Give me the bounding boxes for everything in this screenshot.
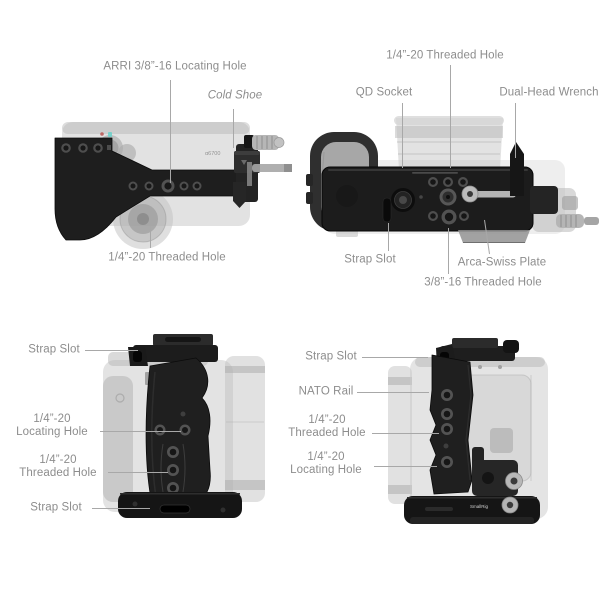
label-line-2: Locating Hole [290, 464, 362, 476]
locating-holes [154, 411, 191, 436]
arri-locating-holes [61, 143, 111, 153]
arrow-mark [241, 160, 247, 165]
bottom-plate: SmallRig [404, 496, 540, 524]
brand-engraving: SmallRig [470, 504, 489, 509]
nato-rail [429, 354, 474, 495]
left-side-view-illustration [103, 334, 265, 518]
threaded-holes-row [128, 179, 202, 193]
label-left-threaded-hole: 1/4”-20 Threaded Hole [19, 454, 96, 480]
label-line-1: 1/4”-20 [39, 454, 77, 466]
strap-slot [382, 197, 392, 223]
locating-pin [233, 182, 246, 208]
mounting-holes-column [441, 389, 453, 468]
hdmi-cable-clamp [472, 447, 523, 496]
side-rod [252, 164, 292, 172]
cage-side-plate [145, 357, 211, 505]
label-line-1: 1/4”-20 [33, 413, 71, 425]
label-line-1: 1/4”-20 [307, 451, 345, 463]
label-right-strap-slot: Strap Slot [305, 350, 357, 363]
label-bottom-threaded-hole: 1/4”-20 Threaded Hole [386, 49, 504, 62]
label-bottom-strap-slot: Strap Slot [344, 253, 396, 266]
label-qd-socket: QD Socket [355, 86, 413, 99]
label-line-2: Threaded Hole [19, 467, 97, 479]
threaded-holes-column [160, 443, 186, 494]
baseplate [321, 166, 534, 232]
label-left-strap-slot-bottom: Strap Slot [30, 501, 82, 514]
right-accessory-parts [530, 186, 599, 228]
lens-barrel [394, 116, 504, 170]
label-line-2: Threaded Hole [288, 427, 366, 439]
cold-shoe-mount [233, 135, 292, 208]
qd-socket [391, 188, 415, 212]
teal-dial-mark [108, 132, 112, 137]
camera-model-marking: α6700 [205, 151, 220, 157]
strap-slot-top [133, 351, 142, 362]
label-left-strap-slot-top: Strap Slot [28, 343, 80, 356]
top-bracket-cold-shoe [128, 334, 218, 385]
label-nato-rail: NATO Rail [298, 385, 354, 398]
label-left-locating-hole: 1/4”-20 Locating Hole [16, 413, 88, 439]
arca-swiss-dovetail [458, 230, 530, 243]
port-door [490, 428, 513, 453]
front-view-illustration: α6700 [54, 122, 292, 249]
label-line-2: Locating Hole [16, 426, 88, 438]
record-dot [100, 132, 104, 136]
wrench-handle [510, 142, 524, 196]
label-arri-locating-hole: ARRI 3/8”-16 Locating Hole [103, 60, 247, 73]
label-three-eighths-threaded-hole: 3/8”-16 Threaded Hole [424, 276, 542, 289]
bottom-plate [118, 492, 242, 518]
strap-slot-bottom [159, 504, 191, 514]
label-cold-shoe: Cold Shoe [207, 89, 263, 102]
label-front-threaded-hole: 1/4”-20 Threaded Hole [108, 251, 226, 264]
lens-barrel [225, 356, 265, 502]
label-right-locating-hole: 1/4”-20 Locating Hole [290, 451, 362, 477]
label-right-threaded-hole: 1/4”-20 Threaded Hole [288, 414, 365, 440]
label-arca-swiss-plate: Arca-Swiss Plate [457, 256, 547, 269]
right-side-view-illustration: SmallRig [388, 338, 548, 524]
bottom-view-illustration [306, 116, 599, 243]
thumbscrew [252, 135, 285, 150]
label-line-1: 1/4”-20 [308, 414, 346, 426]
dual-head-wrench [461, 142, 524, 203]
lens-barrel [388, 366, 412, 504]
label-dual-head-wrench: Dual-Head Wrench [499, 86, 599, 99]
